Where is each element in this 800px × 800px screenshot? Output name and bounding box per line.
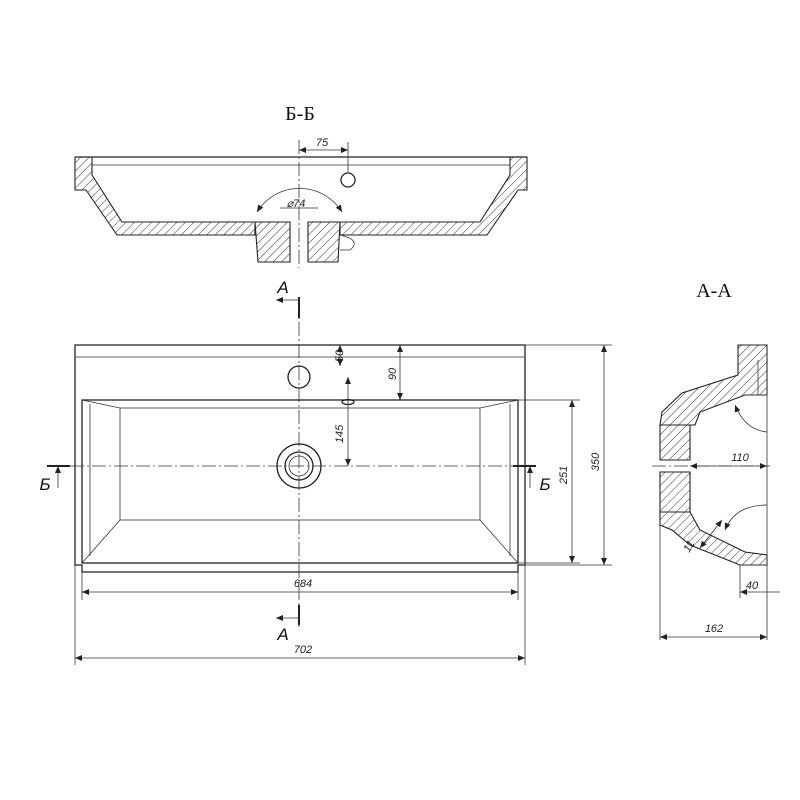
bb-dim-75: 75: [316, 137, 329, 149]
aa-drain-block: [659, 424, 691, 461]
aa-dim-110: 110: [731, 452, 749, 464]
aa-dim-11: 11: [681, 539, 697, 555]
section-marker-a-bottom: А: [276, 625, 288, 644]
aa-dim-162: 162: [705, 623, 723, 635]
plan-dim-350: 350: [590, 452, 602, 471]
bb-dim-d74-arc: [256, 187, 343, 213]
section-bb-title: Б-Б: [285, 103, 315, 125]
plan-outline: [74, 344, 526, 573]
section-aa: А-А 110 11 40 162: [652, 280, 780, 640]
plan-dim-684: 684: [294, 578, 312, 590]
plan-dim-90: 90: [387, 367, 399, 380]
plan-basin-bottom: [119, 407, 481, 521]
aa-wall-bottom: [659, 511, 768, 566]
plan-dim-702: 702: [294, 644, 312, 656]
plan-basin-outer: [81, 399, 519, 564]
bb-overflow: [339, 234, 355, 251]
bb-drain-right: [307, 221, 341, 263]
bb-wall-right: [339, 156, 528, 236]
bb-drain-left: [254, 221, 291, 263]
section-marker-a-top: А: [276, 278, 288, 297]
plan-dim-50: 50: [334, 349, 346, 362]
bb-dim-d74: ⌀74: [287, 198, 306, 210]
plan-dim-145: 145: [334, 424, 346, 443]
aa-dim-40: 40: [746, 580, 759, 592]
section-marker-b-left: Б: [39, 475, 50, 494]
section-marker-b-right: Б: [539, 475, 550, 494]
plan-dim-251: 251: [558, 466, 570, 485]
section-aa-title: А-А: [696, 280, 732, 302]
section-bb: Б-Б 75 ⌀74: [74, 103, 528, 268]
bb-tap-hole: [340, 172, 356, 188]
aa-drain-block-lower: [659, 471, 691, 513]
bb-wall-left: [74, 156, 256, 236]
aa-wall-top: [659, 344, 768, 426]
plan-view: А А Б Б 50 90 145 251 350 684 7: [39, 278, 612, 665]
